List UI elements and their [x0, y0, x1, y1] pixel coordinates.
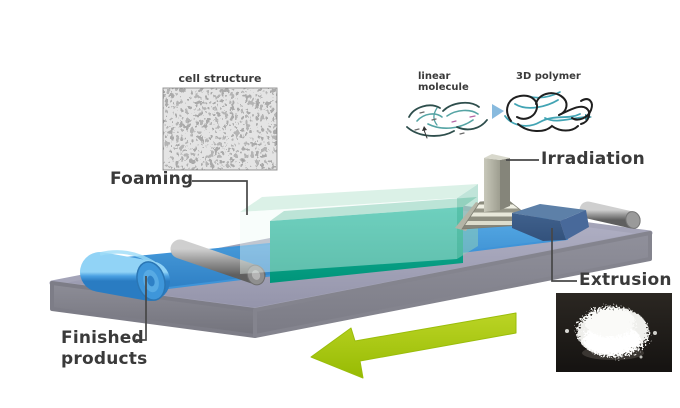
- linear-molecule-label-line1: linear: [418, 71, 451, 82]
- molecule-pointer-arrowhead: [422, 126, 427, 131]
- tower-column-top: [484, 154, 510, 160]
- guide-roller-hub: [251, 270, 261, 280]
- finished-products-label: Finished products: [61, 328, 147, 370]
- pellet-speck: [565, 329, 569, 333]
- extruder-roller-cap: [625, 211, 641, 229]
- extruder-roller-body: [579, 201, 641, 229]
- pellet-speck: [639, 355, 643, 359]
- foaming-label: Foaming: [110, 169, 194, 189]
- linear-molecule-label-line2: molecule: [418, 82, 469, 93]
- foaming-chamber: [240, 184, 478, 274]
- extruder-roller: [579, 201, 641, 229]
- guide-roller-body: [170, 239, 266, 285]
- tower-column-front: [484, 158, 500, 212]
- product-roll-highlight: [99, 250, 155, 265]
- 3d-polymer-label: 3D polymer: [516, 71, 581, 82]
- finished-product-roll: [80, 250, 170, 301]
- finished-products-connector: [136, 276, 147, 341]
- product-roll-core: [147, 275, 155, 287]
- cell-structure-border: [162, 87, 278, 171]
- finished-products-label-line2: products: [61, 349, 148, 369]
- foaming-chamber-front-face: [240, 198, 457, 274]
- linear-molecule-label: linear molecule: [418, 71, 469, 93]
- transform-arrow-icon: [492, 104, 504, 119]
- foaming-chamber-top-face: [240, 184, 478, 212]
- pellet-speck: [653, 331, 657, 335]
- cell-structure-photo: [162, 87, 278, 171]
- foaming-connector: [192, 180, 248, 215]
- irradiation-label: Irradiation: [541, 149, 645, 169]
- extruder-head-right: [560, 210, 589, 240]
- pellets-photo: [556, 293, 672, 372]
- foamed-block: [270, 197, 477, 283]
- linear-molecule-diagram: [406, 101, 488, 139]
- extruder-head-top: [512, 204, 586, 221]
- tower-column-side: [500, 158, 510, 210]
- connector-lines: [136, 159, 577, 341]
- 3d-polymer-diagram: [504, 91, 593, 132]
- cell-structure-texture: [163, 88, 277, 170]
- guide-roller: [170, 239, 266, 286]
- pellets-pile: [577, 307, 649, 357]
- process-direction-arrow: [310, 312, 517, 379]
- foamed-block-front: [270, 207, 463, 283]
- extrusion-label: Extrusion: [579, 270, 672, 290]
- finished-products-label-line1: Finished: [61, 328, 144, 348]
- extrusion-connector: [551, 228, 577, 282]
- cell-structure-label: cell structure: [178, 72, 262, 85]
- foamed-block-top: [270, 197, 477, 221]
